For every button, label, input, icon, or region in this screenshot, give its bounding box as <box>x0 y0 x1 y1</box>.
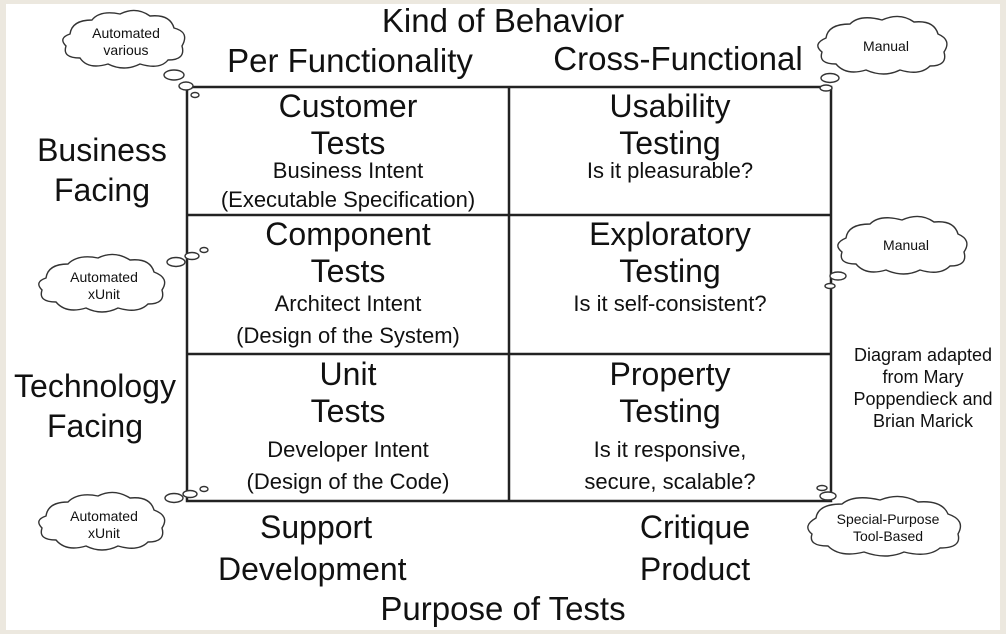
cell-unit-tests: Unit Tests Developer Intent (Design of t… <box>189 356 507 498</box>
cloud-text-special-purpose: Special-Purpose Tool-Based <box>816 511 960 545</box>
bottom-label-critique-product: Critique Product <box>600 506 790 590</box>
cloud-text-line: Automated <box>70 508 138 524</box>
attribution-note: Diagram adapted from Mary Poppendieck an… <box>840 344 1006 432</box>
cell-title-line: Testing <box>619 125 721 161</box>
cell-sub-line: (Executable Specification) <box>220 187 476 212</box>
cell-sub-line: (Design of the Code) <box>246 469 450 494</box>
attribution-line: from Mary <box>882 367 964 387</box>
cloud-special-purpose <box>807 484 962 557</box>
cell-title-line: Unit <box>319 356 377 392</box>
cell-property-testing: Property Testing Is it responsive, secur… <box>511 356 829 498</box>
cell-component-tests: Component Tests Architect Intent (Design… <box>189 216 507 352</box>
cell-customer-tests: Customer Tests Business Intent (Executab… <box>189 88 507 214</box>
cell-sub-line: Business Intent <box>272 158 424 183</box>
cell-usability-testing: Usability Testing Is it pleasurable? <box>511 88 829 185</box>
cloud-text-line: Manual <box>863 38 909 54</box>
cloud-text-manual-mid: Manual <box>848 237 964 254</box>
cloud-text-line: various <box>103 42 149 58</box>
cloud-text-line: Automated <box>92 25 160 41</box>
cloud-text-automated-xunit-mid: Automated xUnit <box>48 269 160 303</box>
cloud-automated-xunit-mid <box>38 246 209 313</box>
cell-sub-line: Is it self-consistent? <box>573 291 767 316</box>
cell-sub-line: Is it pleasurable? <box>586 158 754 183</box>
attribution-line: Brian Marick <box>872 411 974 431</box>
bottom-label-line: Product <box>639 551 751 587</box>
row-header-line: Business <box>37 132 167 168</box>
cloud-automated-xunit-bottom <box>38 485 209 551</box>
bottom-label-line: Critique <box>639 509 751 545</box>
cell-sub-line: Is it responsive, <box>593 437 747 462</box>
cell-title-line: Testing <box>619 253 721 289</box>
cell-title-line: Component <box>265 216 431 252</box>
cloud-text-manual-top: Manual <box>828 38 944 55</box>
cell-title-line: Testing <box>619 393 721 429</box>
attribution-line: Poppendieck and <box>853 389 993 409</box>
bottom-label-line: Support <box>260 509 373 545</box>
cell-sub-line: secure, scalable? <box>584 469 756 494</box>
cloud-text-line: Manual <box>883 237 929 253</box>
column-header-cross-functional: Cross-Functional <box>553 40 803 77</box>
cell-title-line: Tests <box>310 253 386 289</box>
row-header-business-facing: Business Facing <box>12 130 192 210</box>
cloud-text-line: Tool-Based <box>852 528 924 544</box>
cloud-manual-top <box>817 15 948 92</box>
row-header-line: Technology <box>14 368 176 404</box>
cloud-automated-various <box>62 9 200 99</box>
cloud-text-line: xUnit <box>88 286 120 302</box>
cloud-text-line: Special-Purpose <box>836 511 940 527</box>
bottom-label-support-development: Support Development <box>200 506 440 590</box>
cloud-text-line: xUnit <box>88 525 120 541</box>
cell-title-line: Tests <box>310 125 386 161</box>
column-header-per-functionality: Per Functionality <box>227 42 473 79</box>
cloud-text-automated-various: Automated various <box>72 25 180 59</box>
cell-title-line: Customer <box>278 88 418 124</box>
cloud-text-automated-xunit-bottom: Automated xUnit <box>48 508 160 542</box>
cell-sub-line: (Design of the System) <box>236 323 460 348</box>
row-header-technology-facing: Technology Facing <box>2 366 188 446</box>
axis-title-bottom: Purpose of Tests <box>380 590 626 627</box>
cell-title-line: Usability <box>609 88 731 124</box>
cell-exploratory-testing: Exploratory Testing Is it self-consisten… <box>511 216 829 320</box>
cell-title-line: Tests <box>310 393 386 429</box>
cloud-text-line: Automated <box>70 269 138 285</box>
bottom-label-line: Development <box>218 551 407 587</box>
axis-title-top: Kind of Behavior <box>381 2 625 39</box>
row-header-line: Facing <box>53 172 151 208</box>
cell-sub-line: Architect Intent <box>274 291 422 316</box>
cell-title-line: Exploratory <box>589 216 751 252</box>
attribution-line: Diagram adapted <box>853 345 993 365</box>
cell-title-line: Property <box>609 356 731 392</box>
row-header-line: Facing <box>46 408 144 444</box>
cell-sub-line: Developer Intent <box>267 437 429 462</box>
cloud-manual-mid <box>824 215 968 290</box>
